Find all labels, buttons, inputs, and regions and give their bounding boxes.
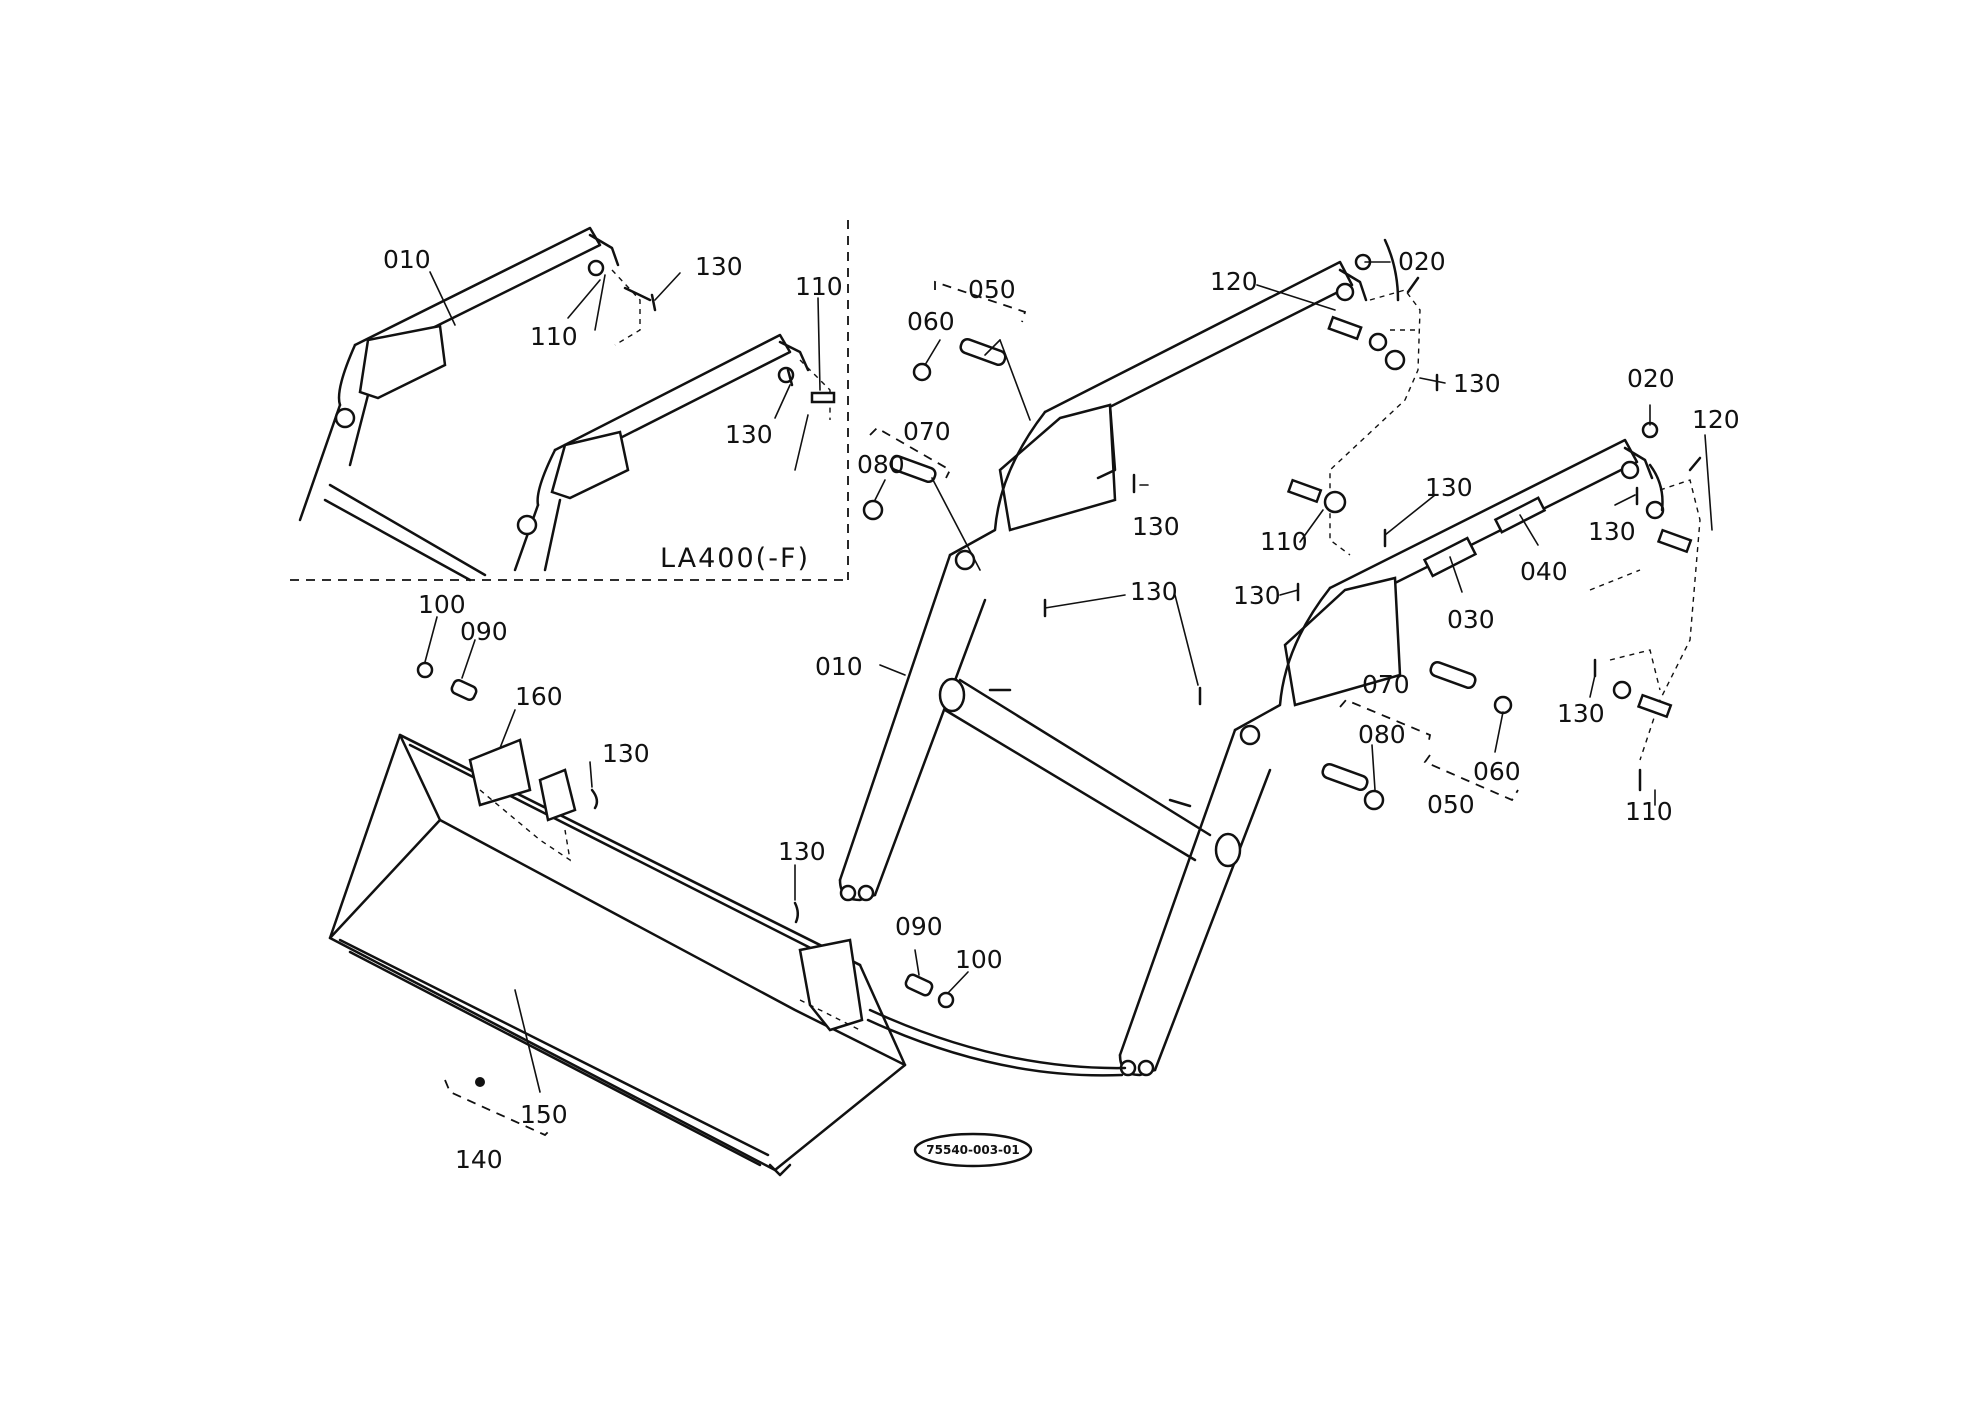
washer-080-left — [862, 499, 884, 521]
callout-130-right-lower: 130 — [1557, 699, 1605, 728]
inset-arm-left — [298, 226, 657, 582]
callout-030: 030 — [1447, 605, 1495, 634]
washer-060-top — [912, 362, 932, 382]
main-loader-frame — [838, 238, 1702, 1077]
callout-020-mid: 020 — [1398, 247, 1446, 276]
callout-130-mid-arm: 130 — [1132, 512, 1180, 541]
nut-100-right — [937, 991, 955, 1009]
callout-090-left: 090 — [460, 617, 508, 646]
callout-080-left: 080 — [857, 450, 905, 479]
callout-120-mid: 120 — [1210, 267, 1258, 296]
pin-050-right — [1429, 660, 1477, 690]
callout-130-mid-cross: 130 — [1130, 577, 1178, 606]
snap-pin-bucket-right — [793, 901, 799, 924]
callout-100-left: 100 — [418, 590, 466, 619]
callout-110-right: 110 — [1625, 797, 1673, 826]
callout-070-left: 070 — [903, 417, 951, 446]
pin-090-right — [904, 973, 934, 997]
callout-150: 150 — [520, 1100, 568, 1129]
pin-090-left — [450, 678, 478, 702]
callout-080-right: 080 — [1358, 720, 1406, 749]
bucket — [328, 733, 1127, 1177]
inset-la400-view — [290, 220, 849, 582]
inset-model-label: LA400(-F) — [660, 543, 810, 574]
callout-labels: 010 110 130 110 130 LA400(-F) 050 060 07… — [383, 245, 1740, 1174]
callout-140: 140 — [455, 1145, 503, 1174]
callout-070-right: 070 — [1362, 670, 1410, 699]
callout-130-mid-upper: 130 — [1425, 473, 1473, 502]
callout-120-right: 120 — [1692, 405, 1740, 434]
callout-110-mid: 110 — [1260, 527, 1308, 556]
callout-inset-130-a: 130 — [695, 252, 743, 281]
washer-080-right — [1363, 789, 1385, 811]
left-boom-curve — [948, 410, 1047, 557]
callout-130-right-upper: 130 — [1588, 517, 1636, 546]
callout-050-top: 050 — [968, 275, 1016, 304]
callout-inset-010: 010 — [383, 245, 431, 274]
hose — [868, 1008, 1127, 1070]
pin-070-left — [889, 454, 937, 484]
callout-040: 040 — [1520, 557, 1568, 586]
callout-inset-110-b: 110 — [795, 272, 843, 301]
callout-060-top: 060 — [907, 307, 955, 336]
callout-130-bucket: 130 — [602, 739, 650, 768]
cross-tube — [958, 678, 1212, 837]
pin-070-right — [1321, 762, 1369, 792]
callout-090-right: 090 — [895, 912, 943, 941]
leader-lines — [424, 261, 1713, 1137]
callout-inset-130-b: 130 — [725, 420, 773, 449]
callout-060-right: 060 — [1473, 757, 1521, 786]
drawing-number-badge: 75540-003-01 — [913, 1132, 1033, 1168]
right-boom-plate — [1283, 576, 1402, 707]
pivot-assembly-right — [1589, 446, 1702, 792]
pin-050-top — [959, 337, 1007, 367]
left-boom-top — [1043, 260, 1354, 434]
inset-arm-right — [513, 333, 836, 572]
snap-pin-bucket — [590, 788, 599, 810]
callout-130-mid-pivot: 130 — [1453, 369, 1501, 398]
washer-060-right — [1493, 695, 1513, 715]
callout-020-right: 020 — [1627, 364, 1675, 393]
callout-050-right: 050 — [1427, 790, 1475, 819]
callout-160: 160 — [515, 682, 563, 711]
callout-inset-110-a: 110 — [530, 322, 578, 351]
pivot-assembly-left — [1286, 238, 1421, 556]
left-boom-plate — [998, 403, 1117, 532]
callout-130-mid-left: 130 — [1233, 581, 1281, 610]
callout-010-main: 010 — [815, 652, 863, 681]
callout-100-right: 100 — [955, 945, 1003, 974]
nut-100-left — [416, 661, 434, 679]
drawing-number: 75540-003-01 — [926, 1143, 1019, 1157]
callout-130-bucket-right: 130 — [778, 837, 826, 866]
